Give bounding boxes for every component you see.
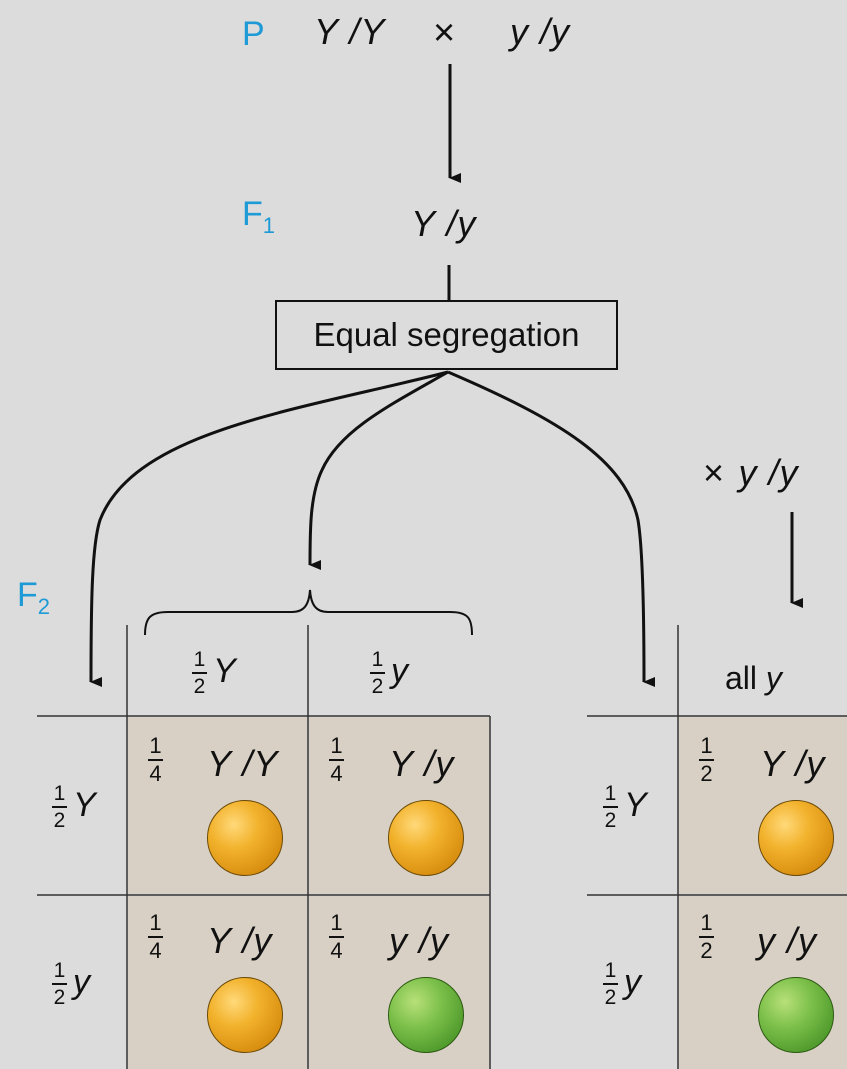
cell-genotype: Y /y (760, 743, 826, 784)
segregation-arrow-middle (308, 370, 449, 571)
gamete-brace (144, 589, 473, 636)
segregation-arrow-left (89, 370, 449, 688)
f1-generation-label: F1 (242, 195, 276, 238)
cell-genotype: y /y (389, 920, 450, 961)
f1-genotype: Y /y (411, 203, 477, 244)
f2-generation-label: F2 (17, 576, 51, 619)
segregation-arrow-right (447, 370, 656, 687)
cell-genotype: Y /y (389, 743, 455, 784)
parent2-genotype: y /y (510, 11, 571, 52)
p-generation-label: P (242, 15, 265, 53)
yellow-pea-icon (758, 800, 834, 876)
cell-genotype: Y /Y (207, 743, 279, 784)
cross-symbol: × (433, 12, 456, 54)
green-pea-icon (758, 977, 834, 1053)
segregation-label: Equal segregation (313, 316, 580, 353)
yellow-pea-icon (388, 800, 464, 876)
yellow-pea-icon (207, 800, 283, 876)
green-pea-icon (388, 977, 464, 1053)
testcross-label: × y /y (703, 455, 799, 491)
yellow-pea-icon (207, 977, 283, 1053)
cell-genotype: y /y (757, 920, 818, 961)
testcross-genotype: y /y (738, 452, 799, 493)
parent1-genotype: Y /Y (314, 11, 386, 52)
equal-segregation-box: Equal segregation (275, 300, 618, 370)
testcross-col-header: all y (725, 660, 782, 696)
cell-genotype: Y /y (207, 920, 273, 961)
testcross-times-symbol: × (703, 452, 725, 493)
